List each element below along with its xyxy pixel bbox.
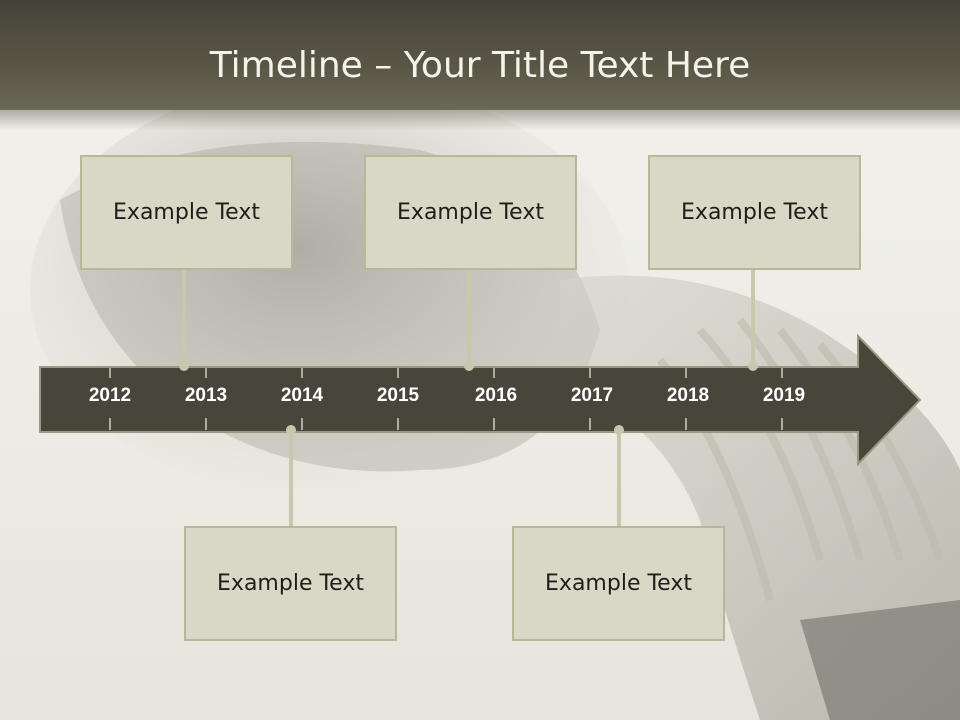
connector-dot-3 bbox=[748, 361, 758, 371]
year-label: 2012 bbox=[88, 385, 132, 406]
page-title: Timeline – Your Title Text Here bbox=[209, 45, 751, 86]
title-bar-fade bbox=[0, 108, 960, 130]
event-box-5[interactable]: Example Text bbox=[512, 526, 725, 641]
event-text: Example Text bbox=[681, 200, 828, 225]
event-box-4[interactable]: Example Text bbox=[184, 526, 397, 641]
timeline-arrow bbox=[39, 333, 922, 467]
year-label: 2014 bbox=[280, 385, 324, 406]
year-label: 2013 bbox=[184, 385, 228, 406]
year-ticks bbox=[109, 368, 783, 430]
event-text: Example Text bbox=[217, 571, 364, 596]
event-box-3[interactable]: Example Text bbox=[648, 155, 861, 270]
event-text: Example Text bbox=[545, 571, 692, 596]
year-label: 2015 bbox=[376, 385, 420, 406]
year-label: 2017 bbox=[570, 385, 614, 406]
title-bar bbox=[0, 0, 960, 110]
connector-dot-5 bbox=[614, 425, 624, 435]
connectors bbox=[179, 268, 758, 527]
connector-dot-1 bbox=[179, 361, 189, 371]
year-label: 2018 bbox=[666, 385, 710, 406]
event-box-1[interactable]: Example Text bbox=[80, 155, 293, 270]
event-text: Example Text bbox=[113, 200, 260, 225]
connector-dot-2 bbox=[464, 361, 474, 371]
event-box-2[interactable]: Example Text bbox=[364, 155, 577, 270]
year-label: 2016 bbox=[474, 385, 518, 406]
connector-dot-4 bbox=[286, 425, 296, 435]
event-text: Example Text bbox=[397, 200, 544, 225]
year-label: 2019 bbox=[762, 385, 806, 406]
